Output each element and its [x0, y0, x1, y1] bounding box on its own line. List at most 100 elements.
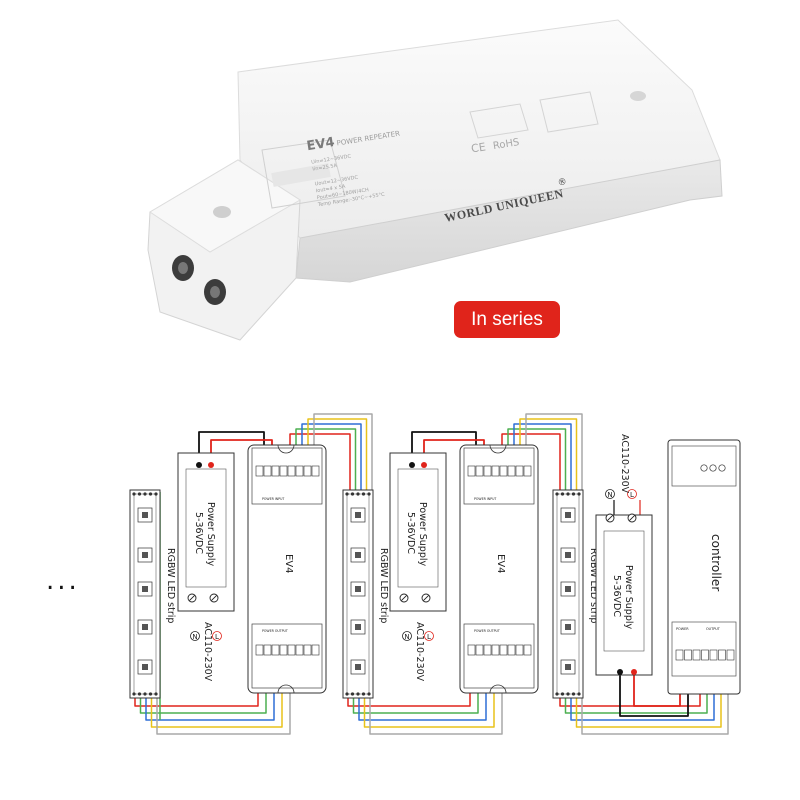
terminal-slot: [467, 465, 476, 477]
strip-pad: [560, 492, 565, 496]
strip-pad: [143, 692, 147, 696]
led-chip-core: [142, 624, 148, 630]
terminal-slot: [287, 644, 296, 656]
rgbw-led-strip: [129, 489, 161, 699]
controller-power-label: POWER: [676, 627, 689, 631]
controller-terminal: [700, 464, 708, 472]
controller-bottom-block: [671, 621, 737, 677]
ac-label: AC110-230V: [414, 622, 425, 682]
ce-mark: CE: [470, 140, 487, 155]
strip-pad: [154, 492, 158, 496]
terminal-slot: [311, 465, 320, 477]
strip-pad: [148, 692, 153, 696]
power-supply: [177, 452, 235, 612]
dc-negative-dot: [196, 462, 202, 468]
strip-pad: [154, 692, 158, 696]
psu-panel: [397, 468, 439, 588]
controller-terminal-slot: [726, 649, 735, 661]
led-chip-core: [565, 552, 571, 558]
ev4-tab: [277, 444, 295, 454]
live-label: L: [427, 633, 431, 641]
psu-panel: [603, 530, 645, 652]
dc-negative-dot: [409, 462, 415, 468]
strip-pad: [577, 492, 581, 496]
strip-pad: [560, 692, 565, 696]
ac-label: AC110-230V: [202, 622, 213, 682]
strip-pad: [350, 492, 355, 496]
strip-pad: [132, 492, 136, 496]
strip-pad: [571, 492, 576, 496]
strip-pad: [137, 692, 142, 696]
screw-slot: [423, 595, 429, 601]
controller-terminal-slot: [701, 649, 709, 661]
terminal-slot: [483, 465, 492, 477]
terminal-slot: [255, 465, 264, 477]
screw-slot: [401, 595, 407, 601]
strip-pad: [350, 692, 355, 696]
ev4-module: [459, 444, 539, 694]
terminal-slot: [475, 465, 484, 477]
led-chip-core: [565, 586, 571, 592]
spec-line: Iin=25.5A: [312, 163, 338, 173]
input-label: POWER INPUT: [474, 497, 496, 501]
output-label: POWER OUTPUT: [262, 629, 288, 633]
strip-pad: [555, 492, 559, 496]
strip-pad: [361, 492, 366, 496]
registered-mark: ®: [557, 177, 568, 189]
screw-slot: [629, 515, 635, 521]
led-chip-core: [565, 624, 571, 630]
terminal-slot: [271, 644, 280, 656]
terminal-slot: [515, 465, 524, 477]
spec-line: Iout=4 x 5A: [315, 184, 346, 195]
strip-pad: [143, 492, 147, 496]
strip-pad: [566, 492, 570, 496]
psu-label: Power Supply: [623, 565, 634, 629]
terminal-slot: [523, 644, 532, 656]
led-chip-core: [355, 624, 361, 630]
terminal-slot: [491, 644, 500, 656]
controller-terminal-slot: [684, 649, 692, 661]
output-wire: [156, 660, 291, 735]
led-chip-core: [142, 512, 148, 518]
psu-voltage: 5-36VDC: [405, 512, 416, 554]
led-chip-core: [142, 664, 148, 670]
terminal-slot: [279, 644, 288, 656]
ev4-output-block: [251, 623, 323, 689]
strip-label: RGBW LED strip: [378, 548, 389, 623]
psu-voltage: 5-36VDC: [193, 512, 204, 554]
strip-pad: [132, 692, 136, 696]
strip-pad: [571, 692, 576, 696]
dc-positive-dot: [421, 462, 427, 468]
neutral-label: N: [607, 491, 612, 499]
terminal-slot: [523, 465, 532, 477]
terminal-slot: [499, 465, 508, 477]
live-marker: [424, 631, 434, 641]
ev4-label: EV4: [283, 554, 294, 574]
strip-pad: [367, 692, 371, 696]
strip-pad: [356, 492, 360, 496]
terminal-slot: [499, 644, 508, 656]
dc-positive-dot: [631, 669, 637, 675]
terminal-slot: [287, 465, 296, 477]
led-chip-core: [355, 552, 361, 558]
controller-output-wire: [581, 660, 729, 735]
controller-terminal: [718, 464, 726, 472]
strip-pad: [566, 692, 570, 696]
terminal-slot: [491, 465, 500, 477]
terminal-slot: [483, 644, 492, 656]
psu-voltage: 5-36VDC: [611, 575, 622, 617]
neutral-label: N: [404, 633, 409, 641]
ac-label: AC110-230V: [619, 434, 630, 494]
ev4-output-block: [463, 623, 535, 689]
terminal-slot: [295, 644, 304, 656]
strip-pad: [148, 492, 153, 496]
led-chip-core: [355, 512, 361, 518]
terminal-slot: [263, 644, 272, 656]
led-chip-core: [355, 664, 361, 670]
neutral-marker: [605, 489, 615, 499]
psu-label: Power Supply: [417, 502, 428, 566]
live-marker: [212, 631, 222, 641]
